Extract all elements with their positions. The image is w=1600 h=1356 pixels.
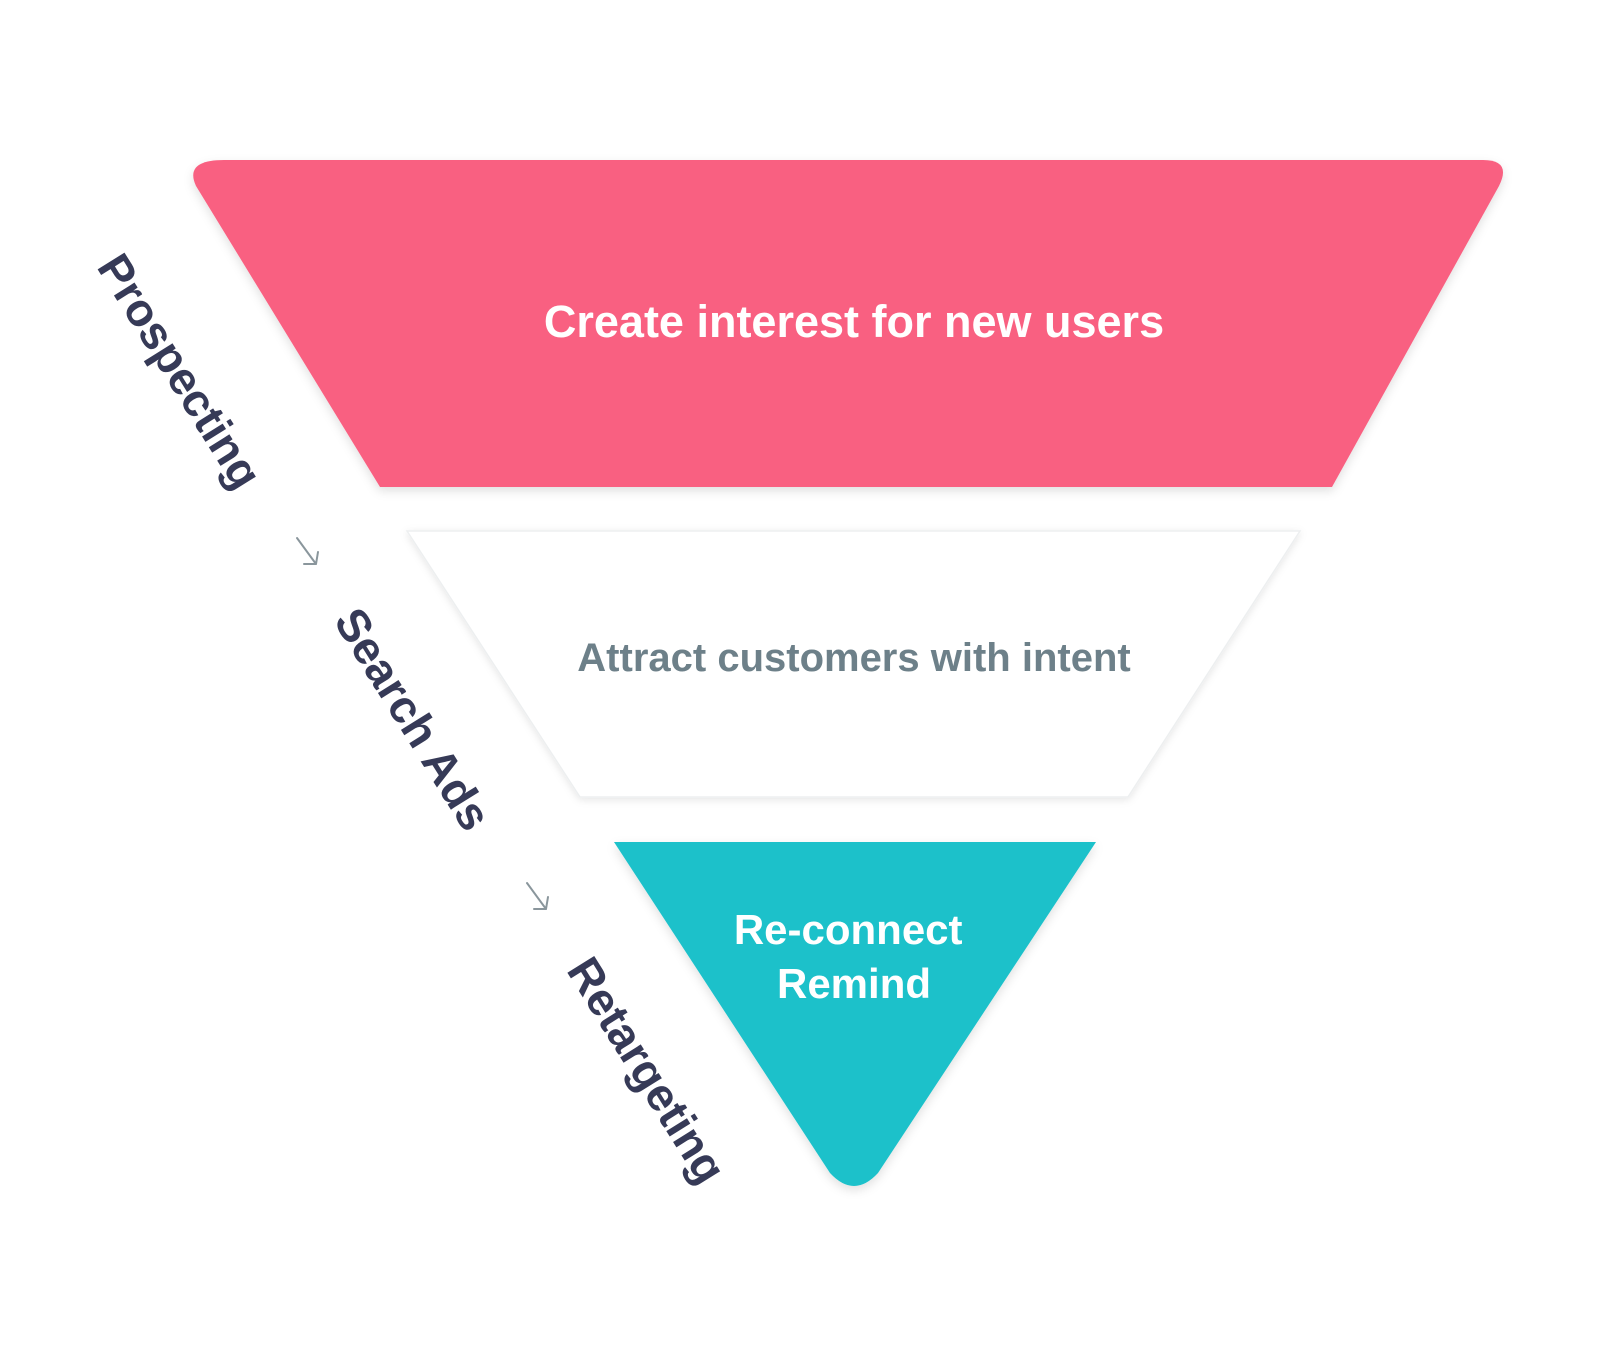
description-line: Attract customers with intent <box>577 636 1130 680</box>
arrow-down-right-icon <box>526 882 549 910</box>
description-line: Remind <box>777 960 931 1007</box>
funnel-stage-prospecting: Create interest for new users <box>193 160 1504 487</box>
stage-description-prospecting: Create interest for new users <box>544 296 1164 347</box>
stage-description-search-ads: Attract customers with intent <box>577 636 1130 680</box>
arrow-down-right-icon <box>296 537 319 565</box>
funnel-stage-retargeting: Re-connect Remind <box>614 842 1096 1186</box>
description-line: Create interest for new users <box>544 296 1164 347</box>
stage-label-prospecting: Prospecting <box>88 245 273 498</box>
funnel-stage-search-ads: Attract customers with intent <box>405 530 1302 798</box>
stage-description-retargeting: Re-connect Remind <box>734 906 974 1007</box>
funnel-segment-top <box>193 160 1504 487</box>
funnel-segment-bottom <box>614 842 1096 1186</box>
funnel-segment-middle <box>405 530 1302 798</box>
description-line: Re-connect <box>734 906 963 953</box>
